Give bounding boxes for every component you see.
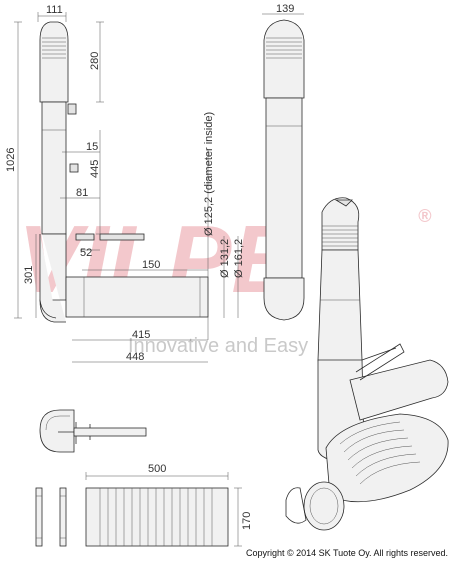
dim-offset-15: 15 <box>86 141 98 153</box>
dim-pipe-150: 150 <box>142 259 160 271</box>
dim-top-width-side: 139 <box>276 3 294 15</box>
dim-offset-81: 81 <box>76 187 88 199</box>
dim-total-height: 1026 <box>5 148 17 172</box>
front-dimensions <box>14 12 239 363</box>
front-view <box>39 21 209 323</box>
copyright-text: Copyright © 2014 SK Tuote Oy. All rights… <box>246 548 448 558</box>
dim-flex-500: 500 <box>148 463 166 475</box>
strap-parts <box>35 487 67 547</box>
watermark-registered: ® <box>418 206 432 226</box>
dim-pipe-448: 448 <box>126 351 144 363</box>
flex-pipe <box>85 472 242 547</box>
dim-flex-170: 170 <box>241 512 253 530</box>
dim-diameter-outer: Ø 161,2 <box>233 239 245 278</box>
clamp-detail <box>39 409 147 453</box>
dim-cap-height: 280 <box>89 52 101 70</box>
dim-diameter-mid: Ø 131,2 <box>219 239 231 278</box>
side-view <box>262 13 305 321</box>
dim-pipe-415: 415 <box>132 329 150 341</box>
dim-top-width-front: 111 <box>46 4 63 16</box>
dim-bottom-301: 301 <box>23 266 35 284</box>
isometric-view <box>285 197 449 531</box>
dim-offset-52: 52 <box>80 247 92 259</box>
dim-mid-height: 445 <box>89 160 101 178</box>
dim-diameter-inner: Ø 125,2 (diameter inside) <box>203 112 215 236</box>
watermark-slogan: Innovative and Easy <box>128 335 308 357</box>
